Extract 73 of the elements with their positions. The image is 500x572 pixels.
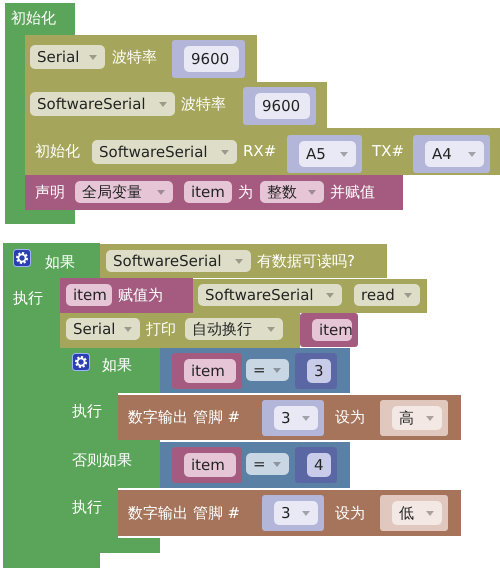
dropdown-field: =: [246, 359, 289, 381]
dropdown-field: SoftwareSerial: [92, 140, 237, 164]
code-block: [118, 395, 461, 440]
dropdown-field: 3: [274, 406, 318, 430]
block-label: 执行: [72, 401, 102, 421]
code-block: [118, 490, 461, 536]
block-label: 数字输出 管脚 #: [128, 503, 240, 523]
value-block: [413, 135, 490, 173]
block-label: 初始化: [11, 8, 56, 28]
dropdown-field: 低: [392, 501, 442, 525]
block-label: 声明: [35, 182, 65, 202]
block-label: 打印: [146, 319, 176, 339]
block-label: 执行: [13, 288, 43, 308]
code-block: [60, 313, 300, 348]
dropdown-field: =: [246, 453, 289, 475]
variable-field: item: [184, 181, 232, 203]
value-block: [287, 135, 362, 173]
value-block: [380, 495, 448, 531]
value-field: 9600: [255, 93, 310, 119]
block-label: 初始化: [35, 141, 80, 161]
value-block: [172, 447, 242, 483]
code-block: [193, 279, 427, 313]
value-field: item: [184, 359, 236, 383]
block-label: 执行: [72, 497, 102, 517]
block-label: 赋值为: [118, 285, 163, 305]
dropdown-field: 整数: [260, 181, 324, 203]
dropdown-field: 自动换行: [185, 318, 283, 340]
dropdown-field: SoftwareSerial: [106, 250, 251, 272]
dropdown-field: 高: [392, 406, 442, 430]
dropdown-field: A5: [299, 141, 356, 167]
block-label: 如果: [45, 252, 75, 272]
value-block: [295, 353, 337, 389]
value-block: [262, 400, 324, 436]
block-label: 并赋值: [330, 182, 375, 202]
dropdown-field: 全局变量: [75, 181, 173, 203]
block-label: 波特率: [181, 94, 226, 114]
block-label: 否则如果: [72, 450, 132, 470]
code-block: [25, 175, 403, 210]
value-block: [172, 40, 245, 78]
block-label: 波特率: [112, 47, 157, 67]
dropdown-field: read: [354, 284, 420, 306]
variable-field: item: [66, 284, 112, 306]
block-label: RX#: [243, 141, 276, 161]
value-field: item: [312, 319, 352, 341]
block-label: 设为: [335, 503, 365, 523]
value-block: [380, 400, 448, 436]
dropdown-field: SoftwareSerial: [198, 284, 342, 306]
value-block: [172, 353, 242, 389]
code-block: [160, 348, 350, 393]
block-label: 如果: [102, 355, 132, 375]
dropdown-field: Serial: [66, 318, 140, 340]
code-block: [60, 278, 193, 313]
dropdown-field: SoftwareSerial: [30, 92, 175, 116]
code-block: [25, 128, 500, 175]
dropdown-field: 3: [274, 501, 318, 525]
dropdown-field: A4: [425, 141, 484, 167]
value-field: item: [184, 453, 236, 477]
code-block: [100, 244, 387, 278]
code-block: [25, 35, 257, 82]
block-label: TX#: [372, 141, 404, 161]
block-label: 为: [238, 182, 253, 202]
value-field: 9600: [184, 46, 239, 72]
value-field: 3: [307, 359, 331, 383]
value-block: [262, 495, 324, 531]
block-label: 数字输出 管脚 #: [128, 407, 240, 427]
block-label: 设为: [335, 407, 365, 427]
block-label: 有数据可读吗?: [257, 251, 355, 271]
value-block: [243, 87, 316, 125]
value-field: 4: [307, 453, 331, 477]
value-block: [300, 313, 358, 347]
dropdown-field: Serial: [30, 45, 105, 69]
value-block: [295, 447, 337, 483]
code-block: [160, 442, 350, 488]
